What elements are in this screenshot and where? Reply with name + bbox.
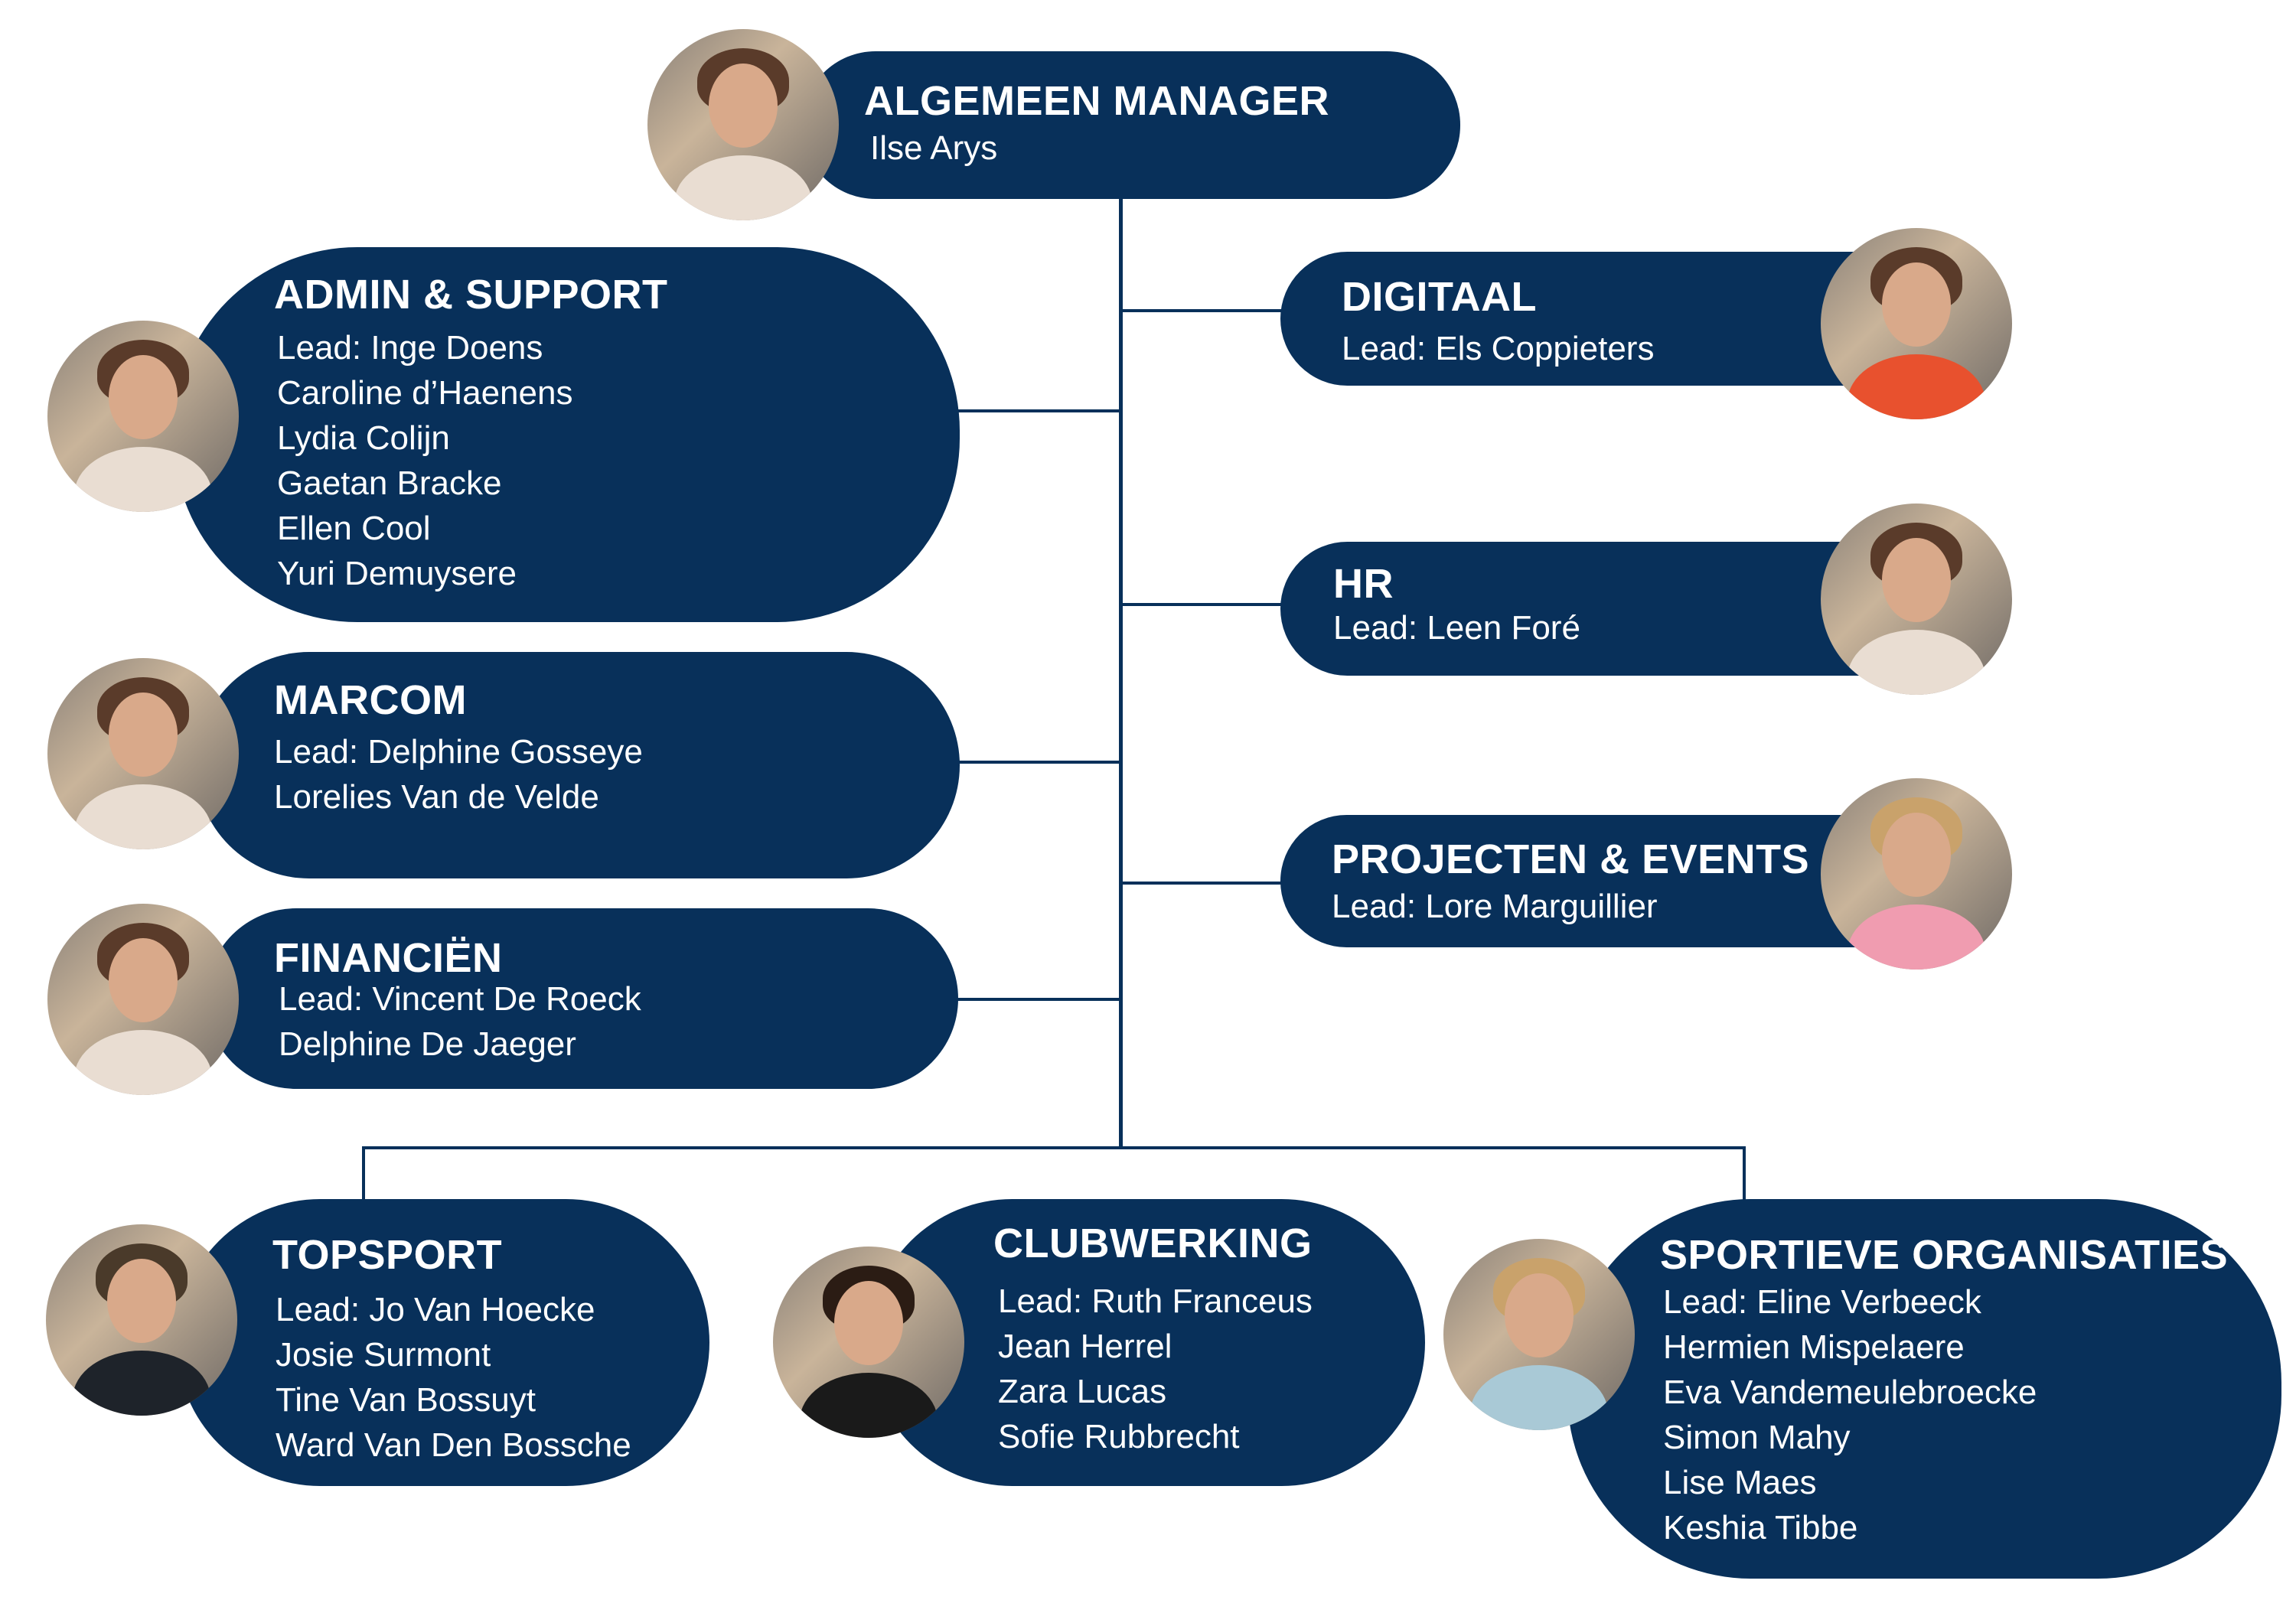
- topsport-text: TOPSPORT Lead: Jo Van Hoecke Josie Surmo…: [272, 1230, 631, 1468]
- member: Eva Vandemeulebroecke: [1663, 1374, 2037, 1411]
- connector-financien: [957, 998, 1121, 1001]
- connector-sportieve: [1743, 1146, 1746, 1201]
- connector-main-vertical: [1119, 195, 1123, 1149]
- admin-support-text: ADMIN & SUPPORT Lead: Inge Doens Carolin…: [274, 270, 668, 596]
- member: Lead: Delphine Gosseye: [274, 733, 643, 771]
- member: Lead: Vincent De Roeck: [279, 980, 641, 1018]
- financien-title: FINANCIËN: [274, 935, 503, 981]
- financien-box: [206, 908, 958, 1089]
- member: Josie Surmont: [276, 1336, 491, 1374]
- manager-title: ALGEMEEN MANAGER: [864, 78, 1330, 124]
- member: Lorelies Van de Velde: [274, 778, 599, 816]
- member: Lead: Inge Doens: [277, 329, 543, 367]
- member: Lead: Leen Foré: [1333, 609, 1580, 647]
- digitaal-title: DIGITAAL: [1342, 274, 1537, 320]
- connector-admin: [957, 409, 1121, 412]
- clubwerking-title: CLUBWERKING: [993, 1221, 1313, 1266]
- member: Simon Mahy: [1663, 1419, 1851, 1456]
- marcom-box: [196, 652, 960, 878]
- marcom-lead-photo: [47, 658, 239, 849]
- financien-text: FINANCIËN Lead: Vincent De Roeck Delphin…: [274, 934, 641, 1067]
- member: Hermien Mispelaere: [1663, 1328, 1965, 1366]
- digitaal-lead-photo: [1821, 228, 2012, 419]
- member: Lead: Lore Marguillier: [1332, 888, 1658, 925]
- topsport-title: TOPSPORT: [272, 1232, 503, 1278]
- member: Lise Maes: [1663, 1464, 1817, 1501]
- hr-text: HR Lead: Leen Foré: [1333, 559, 1580, 650]
- hr-title: HR: [1333, 561, 1394, 607]
- member: Gaetan Bracke: [277, 464, 502, 502]
- clubwerking-lead-photo: [773, 1247, 964, 1438]
- connector-topsport: [362, 1146, 365, 1201]
- member: Ellen Cool: [277, 510, 431, 547]
- topsport-box: [177, 1199, 709, 1486]
- member: Delphine De Jaeger: [279, 1025, 576, 1063]
- manager-box: [802, 51, 1460, 199]
- member: Caroline d’Haenens: [277, 374, 573, 412]
- manager-photo: [647, 29, 839, 220]
- topsport-lead-photo: [46, 1224, 237, 1416]
- connector-marcom: [957, 761, 1121, 764]
- marcom-title: MARCOM: [274, 677, 467, 723]
- sportieve-organisaties-title: SPORTIEVE ORGANISATIES: [1660, 1232, 2229, 1278]
- projecten-lead-photo: [1821, 778, 2012, 970]
- member: Jean Herrel: [998, 1328, 1172, 1365]
- connector-projecten: [1121, 882, 1283, 885]
- member: Tine Van Bossuyt: [276, 1381, 536, 1419]
- member: Ward Van Den Bossche: [276, 1426, 631, 1464]
- member: Lead: Jo Van Hoecke: [276, 1291, 595, 1328]
- sportieve-organisaties-box: [1567, 1199, 2281, 1579]
- projecten-events-title: PROJECTEN & EVENTS: [1332, 836, 1810, 882]
- digitaal-text: DIGITAAL Lead: Els Coppieters: [1342, 272, 1654, 371]
- sportieve-organisaties-text: SPORTIEVE ORGANISATIES Lead: Eline Verbe…: [1660, 1230, 2228, 1550]
- connector-bottom-horizontal: [362, 1146, 1746, 1149]
- sportieve-lead-photo: [1443, 1239, 1635, 1430]
- manager-name: Ilse Arys: [870, 129, 998, 167]
- connector-hr: [1121, 603, 1283, 606]
- admin-support-title: ADMIN & SUPPORT: [274, 272, 668, 318]
- member: Keshia Tibbe: [1663, 1509, 1858, 1546]
- member: Lydia Colijn: [277, 419, 450, 457]
- admin-lead-photo: [47, 321, 239, 512]
- financien-lead-photo: [47, 904, 239, 1095]
- member: Zara Lucas: [998, 1373, 1167, 1410]
- marcom-text: MARCOM Lead: Delphine Gosseye Lorelies V…: [274, 676, 643, 820]
- projecten-events-text: PROJECTEN & EVENTS Lead: Lore Marguillie…: [1332, 835, 1809, 929]
- hr-lead-photo: [1821, 504, 2012, 695]
- member: Yuri Demuysere: [277, 555, 517, 592]
- clubwerking-text: CLUBWERKING Lead: Ruth Franceus Jean Her…: [993, 1219, 1313, 1459]
- member: Lead: Els Coppieters: [1342, 330, 1655, 367]
- member: Lead: Ruth Franceus: [998, 1282, 1313, 1320]
- member: Sofie Rubbrecht: [998, 1418, 1240, 1455]
- member: Lead: Eline Verbeeck: [1663, 1283, 1981, 1321]
- connector-digitaal: [1121, 309, 1283, 312]
- manager-text: ALGEMEEN MANAGER Ilse Arys: [864, 77, 1329, 171]
- admin-support-box: [174, 247, 960, 622]
